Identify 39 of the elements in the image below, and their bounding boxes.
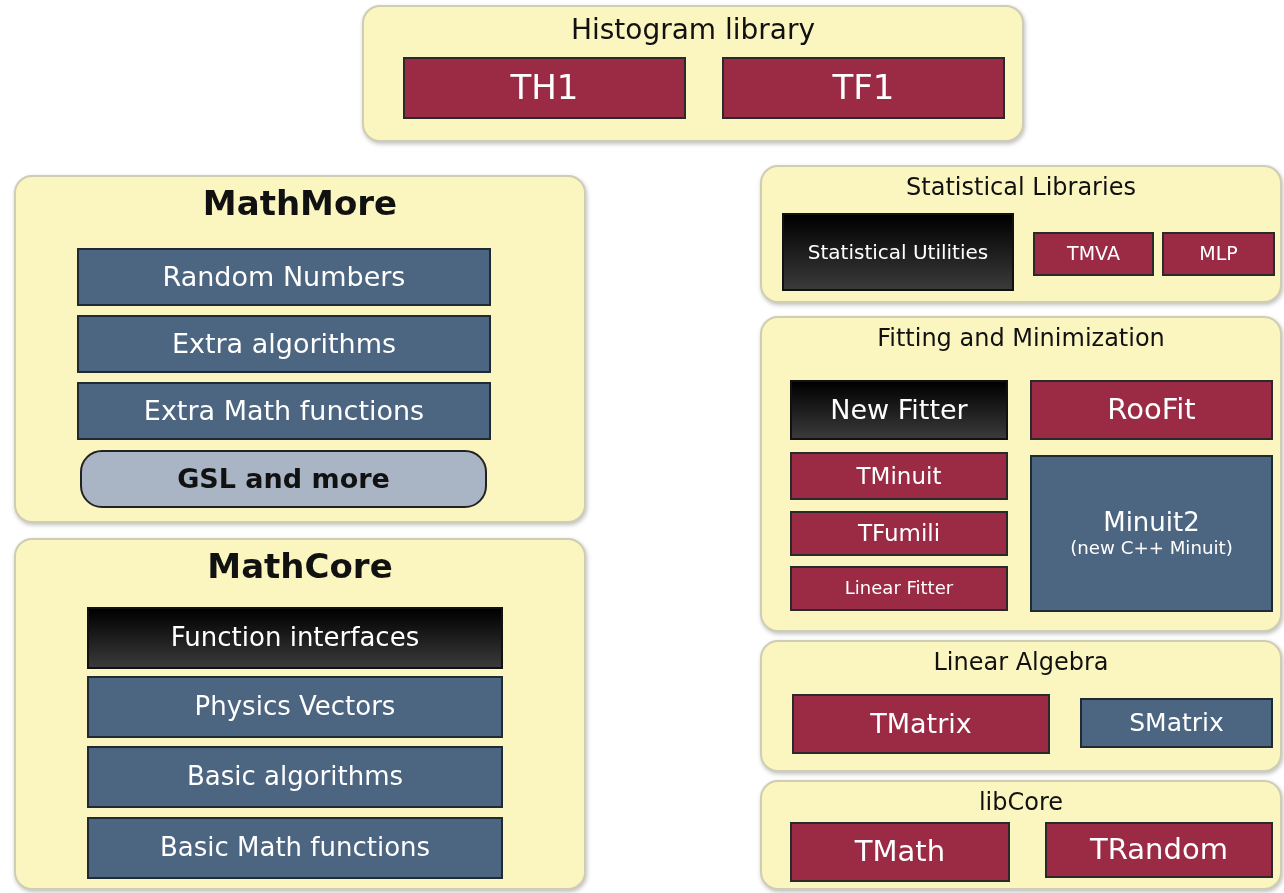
module-name: Minuit2 [1103,508,1200,538]
module-box: Basic algorithms [87,746,503,808]
module-box: TMath [790,822,1010,882]
module-note: (new C++ Minuit) [1070,538,1233,559]
module-box: Basic Math functions [87,817,503,879]
panel-heading: Fitting and Minimization [876,324,1166,352]
module-box: TMinuit [790,452,1008,500]
module-box: Function interfaces [87,607,503,669]
module-box: TRandom [1045,822,1273,878]
module-box: TMatrix [792,694,1050,754]
library-panel [362,5,1024,142]
module-box [1030,455,1273,612]
panel-heading: MathMore [201,183,399,223]
module-box: TMVA [1033,232,1154,276]
library-panel [760,165,1282,303]
module-box: Random Numbers [77,248,491,306]
panel-heading: Linear Algebra [932,648,1110,676]
module-box: Extra algorithms [77,315,491,373]
library-panel [14,175,586,523]
module-box: Extra Math functions [77,382,491,440]
module-box: TFumili [790,511,1008,556]
module-box: MLP [1162,232,1275,276]
module-box: SMatrix [1080,698,1273,748]
module-box: GSL and more [80,450,487,508]
library-panel [760,316,1282,632]
panel-heading: libCore [977,788,1065,816]
module-box: RooFit [1030,380,1273,440]
panel-heading: Statistical Libraries [905,173,1137,201]
library-panel [14,538,586,890]
panel-heading: Histogram library [569,13,817,46]
module-box: New Fitter [790,380,1008,440]
module-box: Statistical Utilities [782,213,1014,291]
module-box: Physics Vectors [87,676,503,738]
library-panel [760,780,1282,890]
library-panel [760,640,1282,772]
module-box: TH1 [403,57,686,119]
module-box: TF1 [722,57,1005,119]
module-box: Linear Fitter [790,566,1008,611]
panel-heading: MathCore [206,546,394,586]
